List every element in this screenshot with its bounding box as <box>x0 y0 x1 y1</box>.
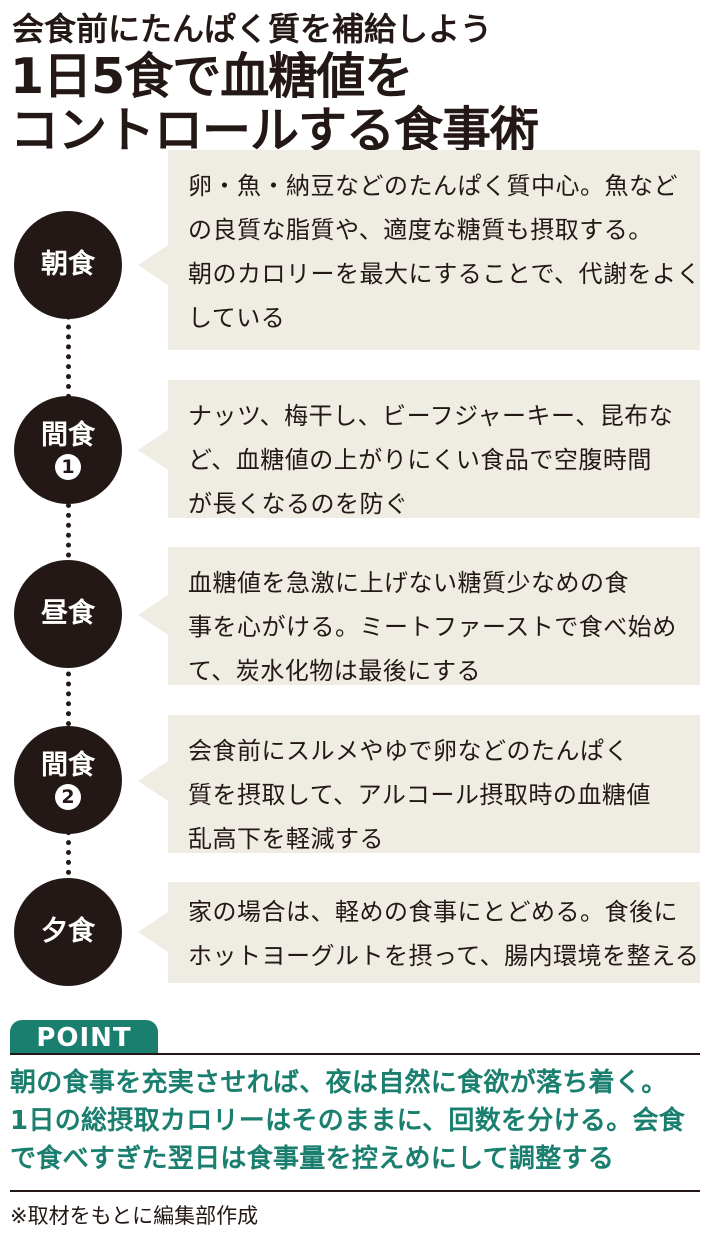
meal-desc-lunch: 血糖値を急激に上げない糖質少なめの食 事を心がける。ミートファーストで食べ始め … <box>138 547 700 685</box>
page-title: 1日5食で血糖値を コントロールする食事術 <box>10 48 539 159</box>
meal-label: 朝食 <box>41 249 95 280</box>
desc-line: ホットヨーグルトを摂って、腸内環境を整える <box>188 942 700 970</box>
subtitle: 会食前にたんぱく質を補給しよう <box>12 10 493 48</box>
desc-line: が長くなるのを防ぐ <box>188 490 409 518</box>
desc-line: ど、血糖値の上がりにくい食品で空腹時間 <box>188 446 652 474</box>
desc-line: て、炭水化物は最後にする <box>188 657 482 685</box>
desc-line: 事を心がける。ミートファーストで食べ始め <box>188 613 677 641</box>
meal-circle-snack-2: 間食 2 <box>14 726 122 834</box>
point-line: 1日の総摂取カロリーはそのままに、回数を分ける。会食 <box>10 1106 686 1136</box>
desc-line: している <box>188 304 286 332</box>
meal-circle-snack-1: 間食 1 <box>14 396 122 504</box>
point-tab: POINT <box>10 1020 158 1054</box>
title-line-2: コントロールする食事術 <box>10 102 539 159</box>
desc-line: 会食前にスルメやゆで卵などのたんぱく <box>188 737 629 765</box>
divider <box>10 1053 700 1055</box>
meal-desc-snack-2: 会食前にスルメやゆで卵などのたんぱく 質を摂取して、アルコール摂取時の血糖値 乱… <box>138 715 700 853</box>
desc-line: の良質な脂質や、適度な糖質も摂取する。 <box>188 216 653 244</box>
point-line: で食べすぎた翌日は食事量を控えめにして調整する <box>10 1144 615 1174</box>
meal-desc-dinner: 家の場合は、軽めの食事にとどめる。食後に ホットヨーグルトを摂って、腸内環境を整… <box>138 882 700 983</box>
desc-line: 卵・魚・納豆などのたんぱく質中心。魚など <box>188 172 678 200</box>
desc-line: 朝のカロリーを最大にすることで、代謝をよく <box>188 260 702 288</box>
number-badge: 2 <box>55 784 81 810</box>
meal-circle-breakfast: 朝食 <box>14 211 122 319</box>
desc-line: 家の場合は、軽めの食事にとどめる。食後に <box>188 898 678 926</box>
desc-line: ナッツ、梅干し、ビーフジャーキー、昆布な <box>188 402 674 430</box>
meal-label: 夕食 <box>41 916 95 947</box>
desc-line: 質を摂取して、アルコール摂取時の血糖値 <box>188 781 651 809</box>
footnote: ※取材をもとに編集部作成 <box>10 1204 259 1228</box>
point-line: 朝の食事を充実させれば、夜は自然に食欲が落ち着く。 <box>10 1068 668 1098</box>
meal-label: 間食 <box>41 750 95 781</box>
divider <box>10 1190 700 1192</box>
meal-desc-snack-1: ナッツ、梅干し、ビーフジャーキー、昆布な ど、血糖値の上がりにくい食品で空腹時間… <box>138 380 700 518</box>
desc-line: 血糖値を急激に上げない糖質少なめの食 <box>188 569 629 597</box>
meal-circle-lunch: 昼食 <box>14 560 122 668</box>
meal-label: 間食 <box>41 420 95 451</box>
meal-circle-dinner: 夕食 <box>14 878 122 986</box>
desc-line: 乱高下を軽減する <box>188 825 384 853</box>
meal-label: 昼食 <box>41 598 95 629</box>
point-text: 朝の食事を充実させれば、夜は自然に食欲が落ち着く。 1日の総摂取カロリーはそのま… <box>10 1064 685 1178</box>
title-line-1: 1日5食で血糖値を <box>10 48 413 105</box>
number-badge: 1 <box>55 454 81 480</box>
meal-desc-breakfast: 卵・魚・納豆などのたんぱく質中心。魚など の良質な脂質や、適度な糖質も摂取する。… <box>138 150 702 350</box>
